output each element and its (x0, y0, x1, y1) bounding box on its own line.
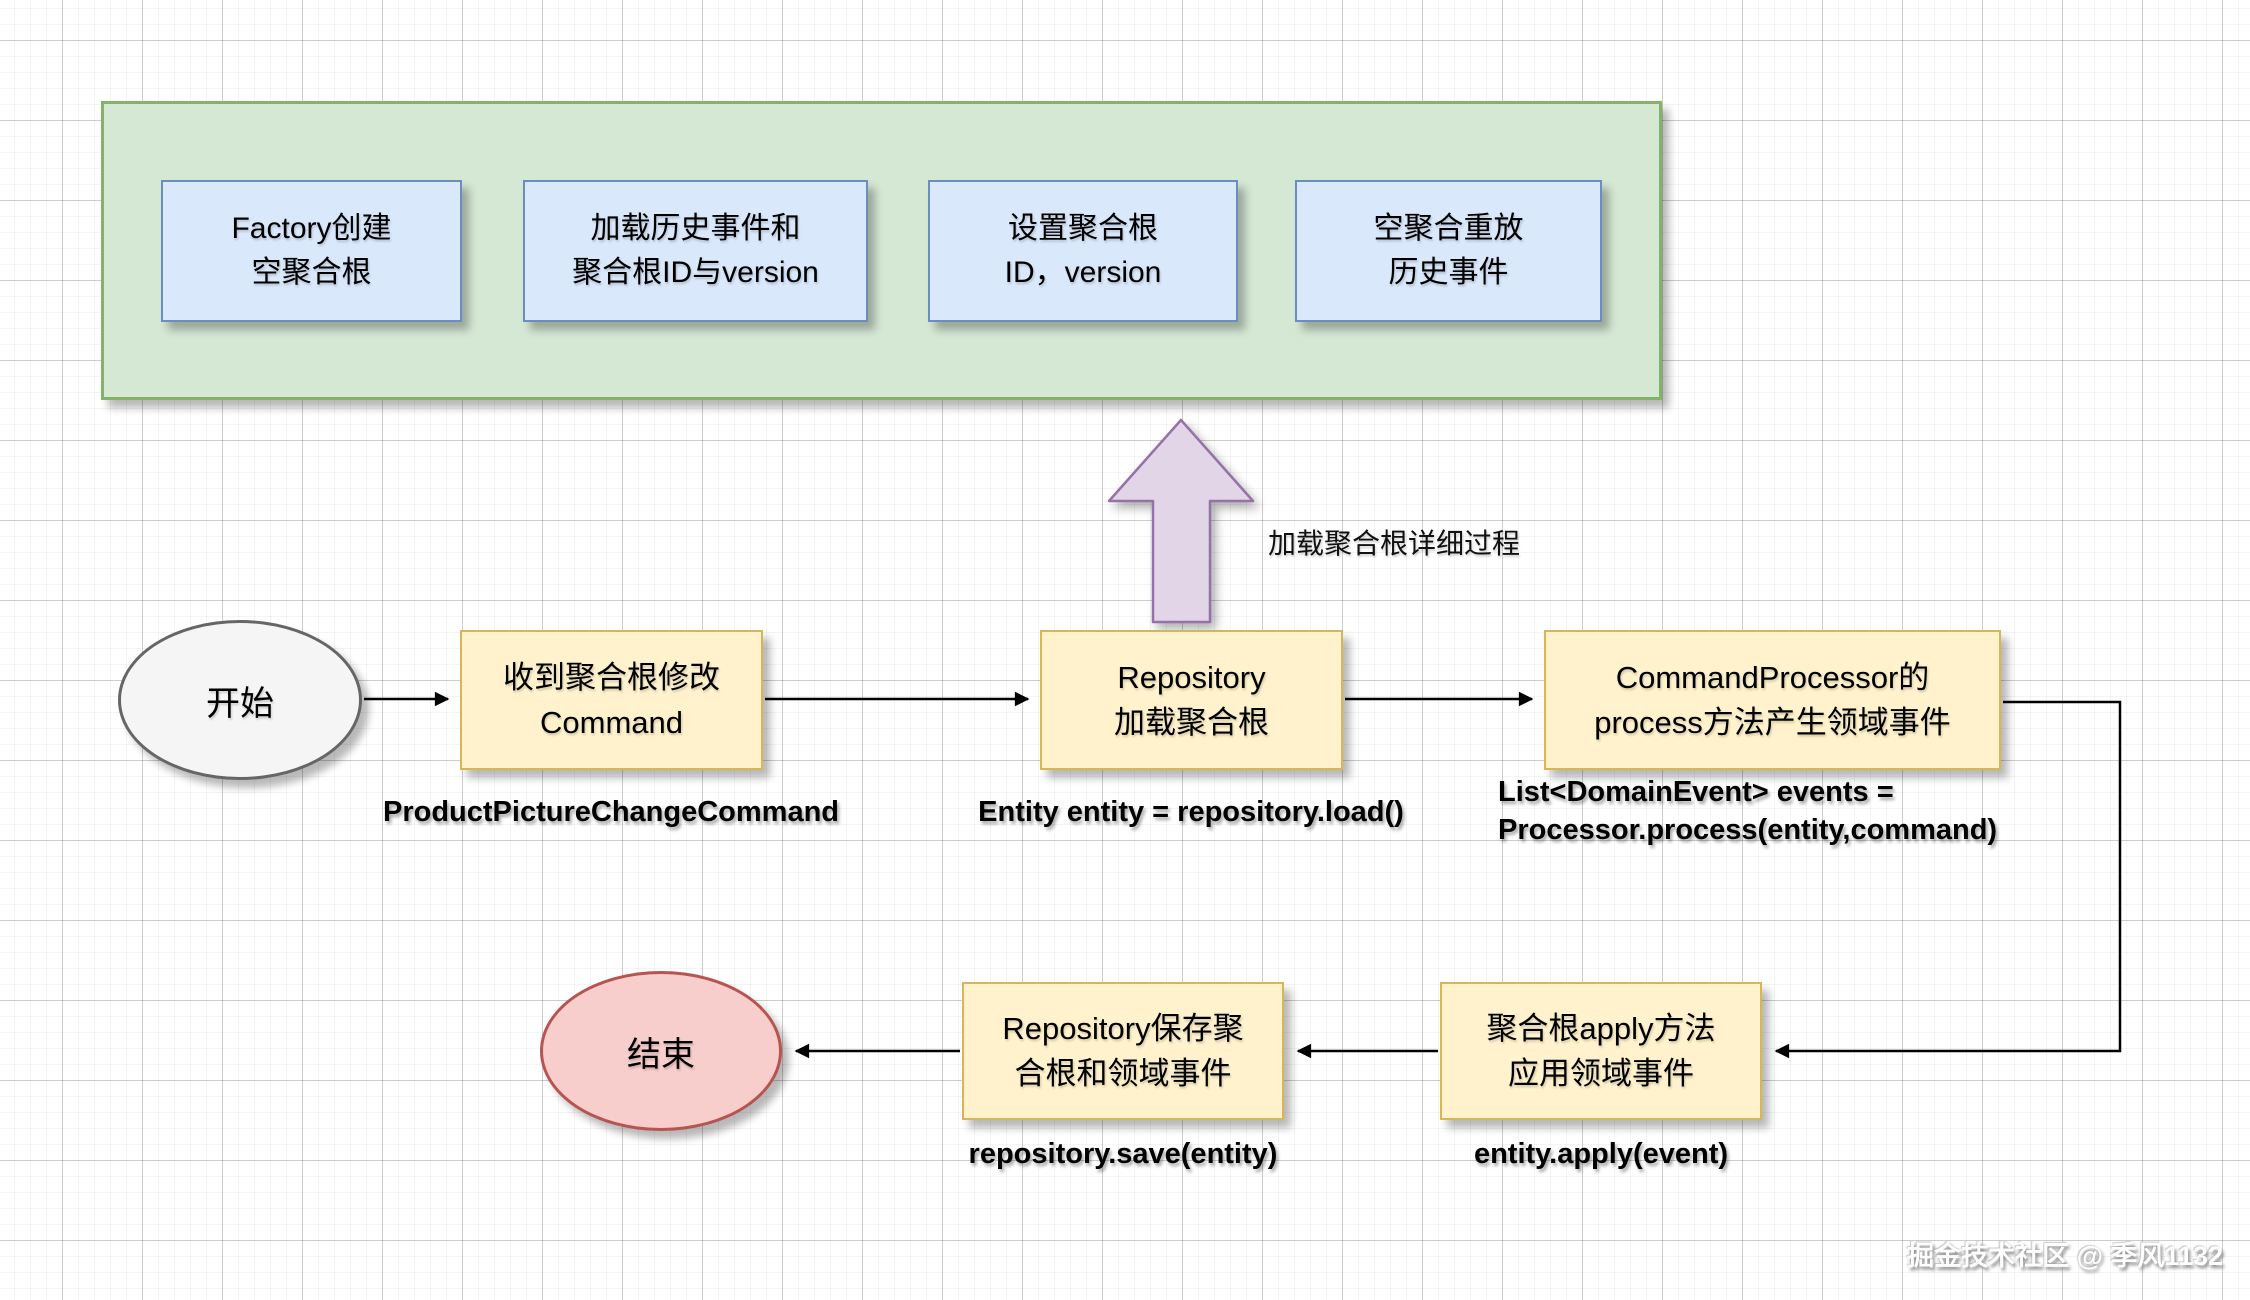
detail-step-label: 设置聚合根 (1008, 212, 1158, 245)
detail-step-label: 历史事件 (1388, 256, 1509, 289)
detail-step-label: 聚合根ID与version (572, 256, 819, 289)
detail-step-label: Factory创建 (231, 212, 392, 245)
annotation-repository-load-code: Entity entity = repository.load() (978, 796, 1404, 828)
detail-step-set-id-version: 设置聚合根 ID，version (928, 180, 1238, 322)
node-label: CommandProcessor的 (1615, 660, 1930, 695)
juejin-watermark: 掘金技术社区 @ 季风1132 (1907, 1241, 2223, 1271)
detail-step-label: 空聚合重放 (1373, 212, 1524, 245)
detail-process-label: 加载聚合根详细过程 (1268, 528, 1521, 559)
node-aggregate-apply: 聚合根apply方法 应用领域事件 (1440, 982, 1762, 1120)
detail-step-label: 空聚合根 (251, 256, 372, 289)
annotation-domain-events-line2: Processor.process(entity,command) (1498, 814, 1998, 846)
node-repository-save: Repository保存聚 合根和领域事件 (962, 982, 1284, 1120)
detail-step-factory-create: Factory创建 空聚合根 (161, 180, 462, 322)
detail-step-replay-events: 空聚合重放 历史事件 (1295, 180, 1602, 322)
annotation-repository-save-code: repository.save(entity) (968, 1138, 1278, 1170)
node-label: Repository (1117, 660, 1266, 695)
annotation-product-picture-change-command: ProductPictureChangeCommand (383, 796, 839, 828)
node-label: process方法产生领域事件 (1594, 705, 1951, 740)
end-node: 结束 (540, 971, 782, 1131)
node-label: 收到聚合根修改 (503, 660, 720, 695)
end-label: 结束 (627, 1035, 695, 1074)
start-node: 开始 (118, 620, 362, 780)
node-label: 加载聚合根 (1114, 705, 1269, 740)
annotation-domain-events-line1: List<DomainEvent> events = (1498, 776, 1894, 808)
node-command-processor: CommandProcessor的 process方法产生领域事件 (1544, 630, 2001, 770)
detail-step-label: ID，version (1004, 256, 1162, 289)
detail-step-label: 加载历史事件和 (590, 212, 801, 245)
node-label: 聚合根apply方法 (1486, 1011, 1716, 1046)
node-label: 合根和领域事件 (1014, 1056, 1232, 1091)
annotation-entity-apply-code: entity.apply(event) (1473, 1138, 1729, 1170)
detail-process-up-arrow (1107, 418, 1255, 624)
detail-step-load-history: 加载历史事件和 聚合根ID与version (523, 180, 868, 322)
node-repository-load: Repository 加载聚合根 (1040, 630, 1343, 770)
node-receive-command: 收到聚合根修改 Command (460, 630, 763, 770)
node-label: Command (540, 705, 683, 740)
node-label: 应用领域事件 (1508, 1056, 1694, 1091)
start-label: 开始 (206, 684, 274, 723)
node-label: Repository保存聚 (1002, 1011, 1244, 1046)
